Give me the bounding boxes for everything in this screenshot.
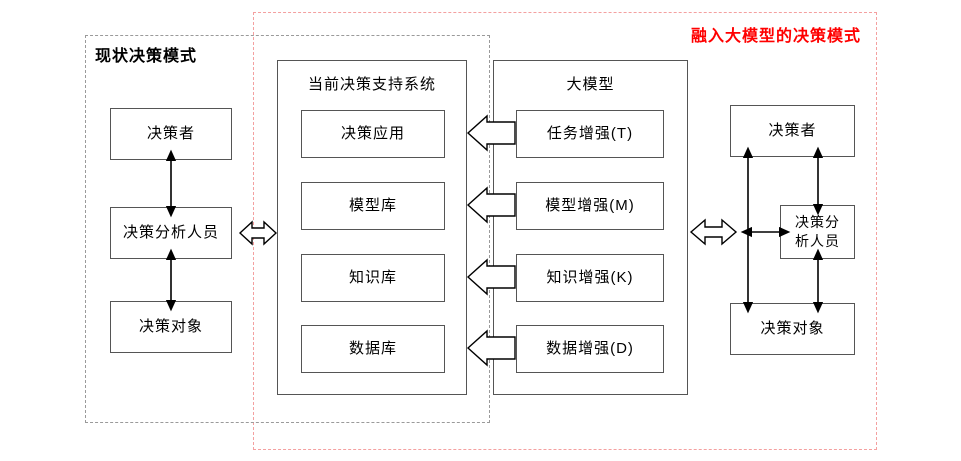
- box-left-object[interactable]: 决策对象: [110, 301, 232, 353]
- frame-current-mode: [85, 35, 490, 423]
- box-llm-knowledge-enhancement[interactable]: 知识增强(K): [516, 254, 664, 302]
- panel-label-current-dss: 当前决策支持系统: [307, 76, 436, 93]
- box-dss-model-base[interactable]: 模型库: [301, 182, 445, 230]
- box-dss-decision-application[interactable]: 决策应用: [301, 110, 445, 158]
- box-llm-model-enhancement[interactable]: 模型增强(M): [516, 182, 664, 230]
- box-left-decider[interactable]: 决策者: [110, 108, 232, 160]
- box-right-decider[interactable]: 决策者: [730, 105, 855, 157]
- box-right-analyst[interactable]: 决策分 析人员: [780, 205, 855, 259]
- box-right-analyst-line2: 析人员: [795, 233, 840, 249]
- frame-title-llm-mode: 融入大模型的决策模式: [691, 28, 862, 45]
- box-left-analyst[interactable]: 决策分析人员: [110, 207, 232, 259]
- box-dss-data-base[interactable]: 数据库: [301, 325, 445, 373]
- box-llm-task-enhancement[interactable]: 任务增强(T): [516, 110, 664, 158]
- box-dss-knowledge-base[interactable]: 知识库: [301, 254, 445, 302]
- box-right-object[interactable]: 决策对象: [730, 303, 855, 355]
- box-llm-data-enhancement[interactable]: 数据增强(D): [516, 325, 664, 373]
- box-right-analyst-line1: 决策分: [795, 214, 840, 231]
- panel-label-large-model: 大模型: [566, 76, 615, 93]
- frame-title-current-mode: 现状决策模式: [95, 48, 198, 65]
